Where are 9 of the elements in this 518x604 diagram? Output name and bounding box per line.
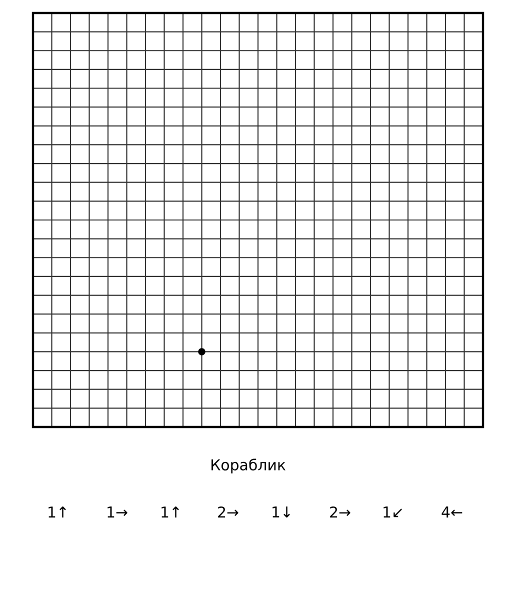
move-step: 1↙ xyxy=(384,506,402,518)
move-step: 1↓ xyxy=(272,506,290,518)
move-step: 1↑ xyxy=(162,506,179,518)
move-step: 1↑ xyxy=(48,506,66,518)
title: Кораблик xyxy=(212,458,286,474)
move-step: 1→ xyxy=(108,506,128,518)
move-step: 4← xyxy=(442,506,462,518)
move-step: 2→ xyxy=(218,506,238,518)
move-step: 2→ xyxy=(330,506,350,518)
